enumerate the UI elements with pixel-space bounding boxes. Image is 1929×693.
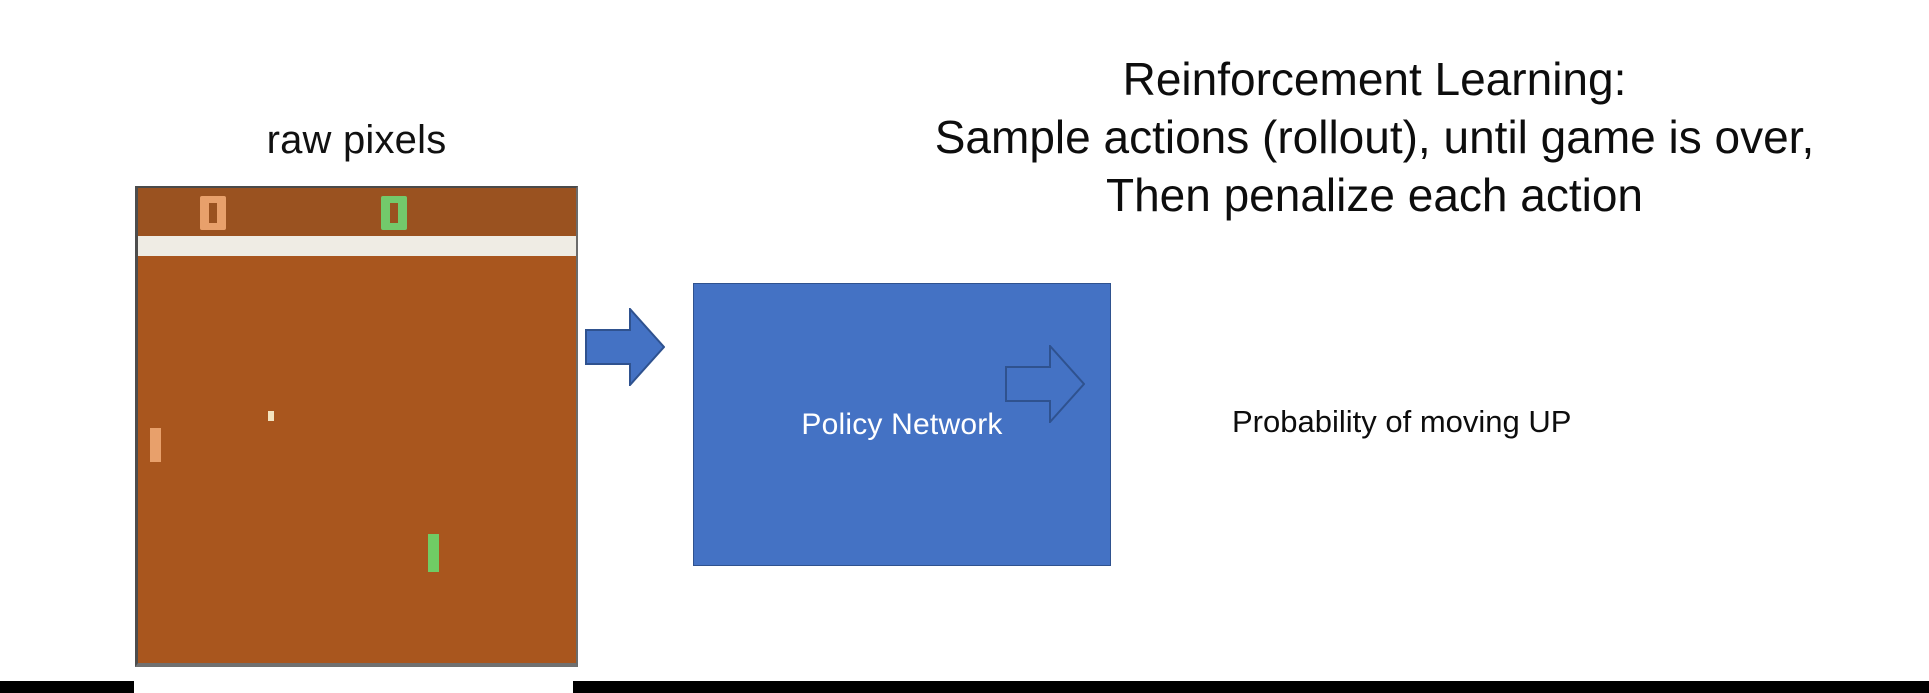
policy-network-box[interactable]: Policy Network	[693, 283, 1111, 566]
pong-score-left-digit	[209, 203, 217, 223]
bottom-bar-right	[573, 681, 1929, 693]
policy-network-label: Policy Network	[801, 407, 1003, 441]
heading-line-3: Then penalize each action	[1105, 169, 1644, 221]
pong-play-field	[138, 256, 576, 663]
output-probability-label: Probability of moving UP	[1232, 404, 1572, 439]
heading-line-1: Reinforcement Learning:	[1122, 53, 1627, 105]
pong-paddle-left	[150, 428, 161, 462]
bottom-bar-left	[0, 681, 134, 693]
pong-paddle-right	[428, 534, 439, 572]
pong-ball	[268, 411, 274, 421]
heading-line-2: Sample actions (rollout), until game is …	[934, 111, 1815, 163]
raw-pixels-caption: raw pixels	[266, 118, 447, 162]
right-arrow-icon-input	[585, 308, 665, 386]
pong-score-right-digit	[390, 203, 398, 223]
slide-heading: Reinforcement Learning: Sample actions (…	[820, 50, 1929, 224]
pong-divider-line	[138, 236, 576, 256]
pong-score-left	[200, 196, 226, 230]
pong-score-right	[381, 196, 407, 230]
right-arrow-icon-output	[1005, 345, 1085, 423]
pong-game-screen	[135, 186, 578, 667]
